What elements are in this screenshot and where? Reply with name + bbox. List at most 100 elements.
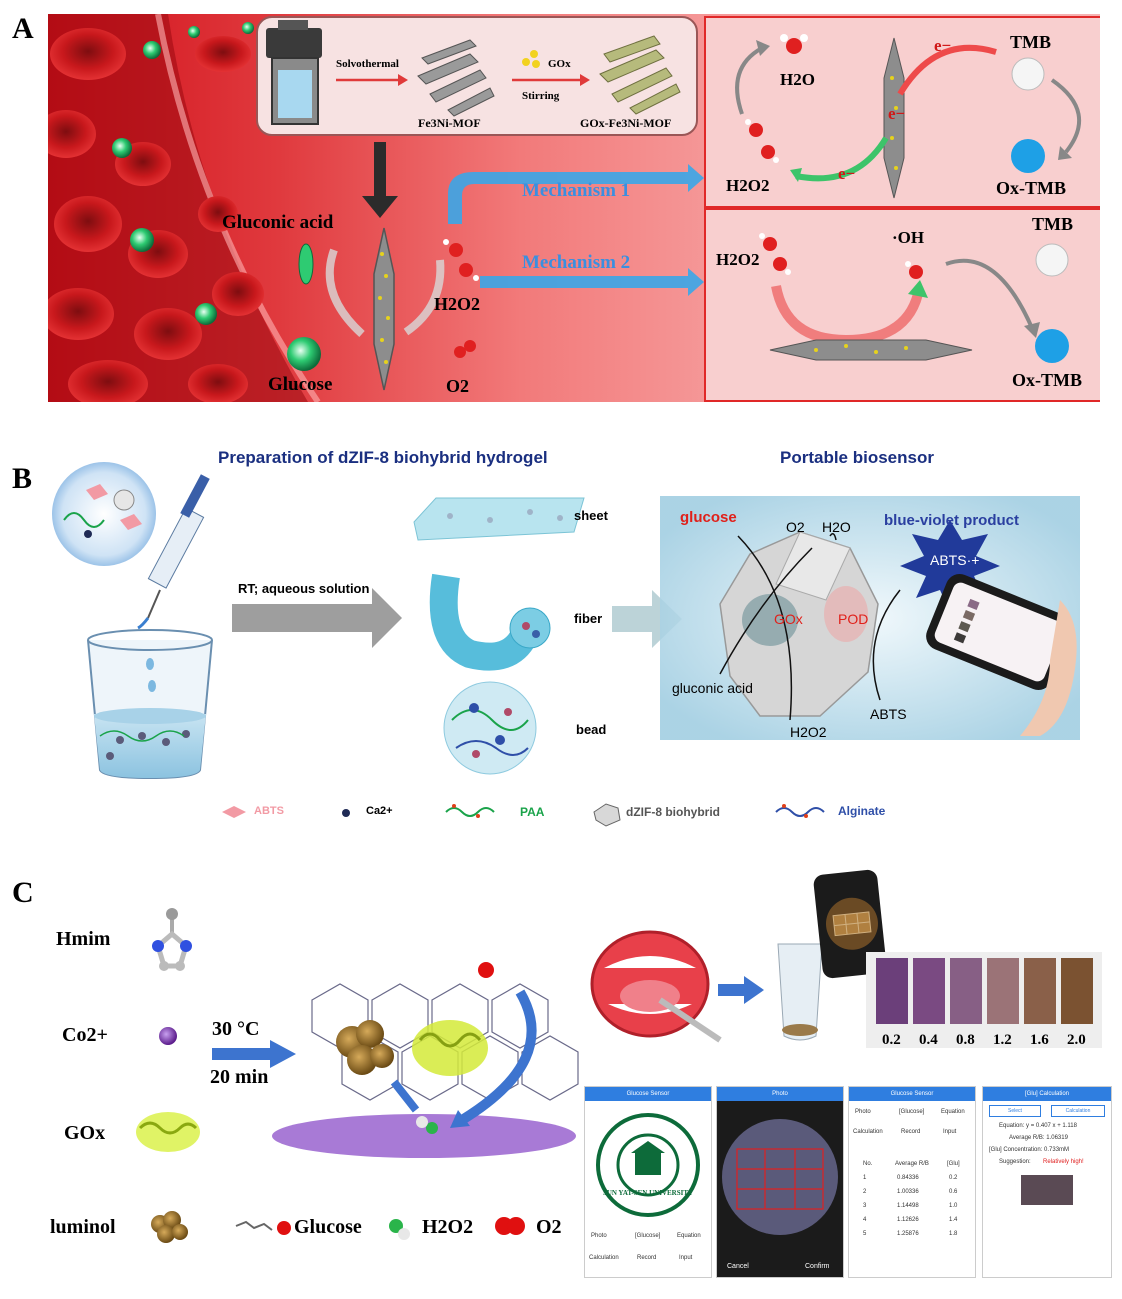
hydrogel-sheet-icon — [413, 497, 585, 541]
legend-o2-icon — [495, 1217, 525, 1235]
sensor-h2o2-label: H2O2 — [790, 724, 827, 740]
sensor-abts-radical-label: ABTS·+ — [930, 552, 980, 568]
fe3ni-mof-label: Fe3Ni-MOF — [418, 116, 481, 130]
data-func-calculation[interactable]: Calculation — [853, 1129, 883, 1135]
confirm-button[interactable]: Confirm — [805, 1263, 830, 1270]
mechanism-1-label: Mechanism 1 — [522, 180, 631, 201]
swatch-1 — [913, 958, 945, 1024]
table-cell: 0.6 — [949, 1189, 958, 1195]
func-photo[interactable]: Photo — [591, 1233, 607, 1239]
data-func-glucose[interactable]: [Glucose] — [899, 1109, 925, 1115]
solvothermal-label: Solvothermal — [336, 58, 399, 70]
hydrogel-fiber-icon — [429, 573, 551, 671]
func-record[interactable]: Record — [637, 1255, 657, 1261]
ox-tmb-sphere-icon — [1035, 329, 1069, 363]
cobalt-ion-icon — [159, 1027, 177, 1045]
red-blood-cells — [48, 28, 264, 402]
data-func-input[interactable]: Input — [943, 1129, 957, 1135]
synthesis-box: Solvothermal Fe3Ni-MOF GOx Stirring GOx-… — [256, 16, 698, 136]
data-func-equation[interactable]: Equation — [941, 1109, 965, 1115]
sensor-abts-label: ABTS — [870, 706, 907, 722]
table-cell: 0.84336 — [897, 1175, 919, 1181]
cancel-button[interactable]: Cancel — [727, 1263, 749, 1270]
sensor-o2-label: O2 — [786, 519, 805, 535]
zoom-bubble-icon — [52, 462, 156, 566]
gox-reagent-label: GOx — [548, 58, 571, 70]
mouth-icon — [590, 930, 722, 1043]
table-cell: 1.14498 — [897, 1203, 919, 1209]
legend-glucose-icon — [235, 1220, 291, 1235]
legend-abts-label: ABTS — [254, 805, 284, 817]
sensor-arrow-icon — [612, 590, 682, 648]
h2o2-molecule-icon — [745, 119, 779, 163]
luminol-cluster-icon — [336, 1020, 394, 1075]
h2o-label: H2O — [780, 70, 815, 89]
time-label: 20 min — [210, 1066, 269, 1088]
data-header: Glucose Sensor — [849, 1087, 975, 1101]
electron-label-2: e− — [888, 104, 906, 123]
zif-framework-icon — [272, 962, 579, 1158]
hmim-molecule-icon — [152, 908, 192, 971]
university-emblem-icon — [596, 1113, 700, 1217]
swatch-label-2: 0.8 — [956, 1032, 975, 1048]
app-screen-photo: Photo Cancel Confirm — [716, 1086, 844, 1278]
table-cell: 1.00336 — [897, 1189, 919, 1195]
table-header-glu: [Glu] — [947, 1161, 960, 1167]
sensor-product-label: blue-violet product — [884, 512, 1019, 529]
concentration-text: [Glu] Concentration: 0.733mM — [989, 1147, 1070, 1153]
app-screen-data: Glucose Sensor Photo [Glucose] Equation … — [848, 1086, 976, 1278]
table-cell: 2 — [863, 1189, 867, 1195]
data-func-photo[interactable]: Photo — [855, 1109, 871, 1115]
legend-o2-label: O2 — [536, 1216, 562, 1238]
process-arrow-icon — [232, 588, 402, 648]
app-header: Glucose Sensor — [585, 1087, 711, 1101]
func-glucose[interactable]: [Glucose] — [635, 1233, 661, 1239]
swatch-label-4: 1.6 — [1030, 1032, 1049, 1048]
vessel-background — [48, 14, 321, 402]
func-equation[interactable]: Equation — [677, 1233, 701, 1239]
table-cell: 3 — [863, 1203, 867, 1209]
fe3ni-mof-crystals-icon — [417, 39, 495, 117]
gox-fe3ni-mof-crystals-icon — [599, 35, 681, 115]
mof-crystal-icon — [883, 37, 905, 199]
select-button[interactable]: Select — [989, 1105, 1041, 1117]
o2-label: O2 — [446, 376, 470, 396]
app-screen-calculation: [Glu] Calculation Select Calculation Equ… — [982, 1086, 1112, 1278]
panel-b-right-title: Portable biosensor — [780, 448, 934, 467]
data-func-record[interactable]: Record — [901, 1129, 921, 1135]
luminol-label: luminol — [50, 1216, 116, 1238]
ox-tmb-label-box2: Ox-TMB — [1012, 370, 1082, 390]
equation-text: Equation: y = 0.407 x + 1.118 — [999, 1123, 1077, 1129]
autoclave-icon — [266, 20, 322, 125]
ox-tmb-sphere-icon — [1011, 139, 1045, 173]
table-cell: 1.0 — [949, 1203, 958, 1209]
tmb-sphere-icon — [1011, 57, 1045, 91]
func-calculation[interactable]: Calculation — [589, 1255, 619, 1261]
table-cell: 1.12626 — [897, 1217, 919, 1223]
syringe-icon — [137, 474, 210, 630]
panel-b-left-title: Preparation of dZIF-8 biohybrid hydrogel — [218, 448, 548, 467]
legend-dzif8-label: dZIF-8 biohybrid — [626, 805, 720, 819]
sensor-h2o-label: H2O — [822, 519, 851, 535]
luminol-icon — [151, 1211, 188, 1243]
gox-label: GOx — [64, 1122, 106, 1144]
table-header-no: No. — [863, 1161, 873, 1167]
average-text: Average R/B: 1.06319 — [1009, 1135, 1068, 1141]
glucose-particles-vessel — [112, 22, 254, 325]
swatch-2 — [950, 958, 982, 1024]
sensor-gluconic-acid-label: gluconic acid — [672, 680, 753, 696]
calculation-button[interactable]: Calculation — [1051, 1105, 1105, 1117]
electron-label-1: e− — [934, 36, 952, 55]
legend-h2o2-icon — [389, 1219, 410, 1240]
hydroxyl-radical-label: ·OH — [892, 228, 925, 247]
legend-glucose-label: Glucose — [294, 1216, 362, 1238]
tmb-label-box2: TMB — [1032, 214, 1074, 234]
func-input[interactable]: Input — [679, 1255, 693, 1261]
electron-label-3: e− — [838, 164, 856, 183]
h2o-molecule-icon — [780, 34, 808, 54]
sheet-label: sheet — [574, 508, 608, 523]
university-name: SUN YAT-SEN UNIVERSITY — [602, 1189, 694, 1197]
right-arrow-icon — [718, 976, 764, 1004]
beaker-icon — [87, 629, 213, 780]
bead-label: bead — [576, 722, 607, 737]
